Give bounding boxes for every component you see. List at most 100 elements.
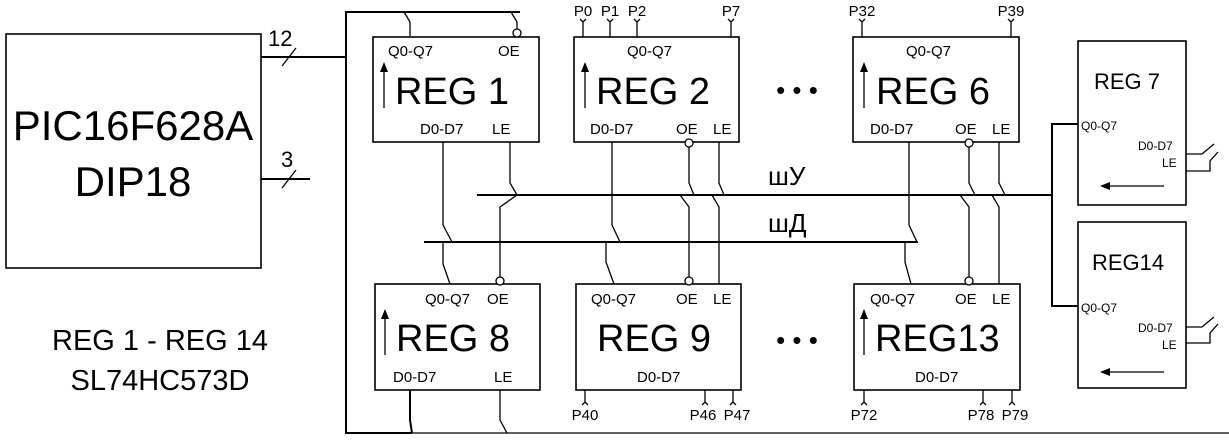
reg2-oe-bubble <box>684 138 694 148</box>
reg2-title: REG 2 <box>596 71 710 113</box>
pin-label-p46: P46 <box>690 407 717 424</box>
note-register-range: REG 1 - REG 14 <box>52 325 268 357</box>
reg2-q-pin: Q0-Q7 <box>627 43 672 60</box>
control-bus-label: шУ <box>768 161 806 191</box>
wire-reg2-d <box>611 142 621 243</box>
reg2-le-pin: LE <box>713 121 731 138</box>
reg2-body <box>573 36 740 143</box>
reg6-oe-pin: OE <box>955 121 977 138</box>
reg14-d-wire <box>1186 316 1215 328</box>
pin-label-p7: P7 <box>722 3 740 20</box>
reg13-oe-pin: OE <box>955 291 977 308</box>
note-chip-type: SL74HC573D <box>71 365 250 397</box>
reg1-d-pin: D0-D7 <box>420 121 463 138</box>
reg6-q-pin: Q0-Q7 <box>906 43 951 60</box>
wire-reg13-q <box>904 242 912 285</box>
mcu-block: PIC16F628A DIP18 <box>5 33 262 269</box>
register-reg6: Q0-Q7 REG 6 D0-D7 OE LE <box>852 36 1020 148</box>
reg8-arrow-head <box>381 309 389 319</box>
reg13-body <box>853 283 1021 391</box>
wire-reg7-q <box>1051 123 1078 195</box>
reg6-oe-bubble <box>964 138 974 148</box>
reg9-q-pin: Q0-Q7 <box>591 291 636 308</box>
reg7-q-pin: Q0-Q7 <box>1081 119 1117 133</box>
register-reg8: Q0-Q7 OE REG 8 D0-D7 LE <box>374 276 541 391</box>
reg8-body <box>374 283 541 391</box>
reg6-d-pin: D0-D7 <box>870 121 913 138</box>
reg1-title: REG 1 <box>395 71 509 113</box>
bus-3-tick <box>281 169 297 189</box>
pin-label-p39: P39 <box>998 3 1025 20</box>
register-reg7: REG 7 Q0-Q7 D0-D7 LE <box>1077 40 1187 206</box>
reg7-d-wire <box>1186 143 1215 155</box>
ellipsis-bottom: • • • <box>776 325 818 355</box>
reg8-q-pin: Q0-Q7 <box>425 291 470 308</box>
wire-reg13-oe <box>959 194 970 277</box>
reg14-q-pin: Q0-Q7 <box>1081 301 1117 315</box>
reg8-d-pin: D0-D7 <box>393 369 436 386</box>
reg8-oe-bubble <box>495 276 505 286</box>
reg14-arrow-head <box>1100 368 1110 376</box>
reg13-q-pin: Q0-Q7 <box>870 291 915 308</box>
mcu-body <box>5 33 262 269</box>
register-reg1: Q0-Q7 OE REG 1 D0-D7 LE <box>372 28 540 143</box>
wire-reg1-d <box>442 142 453 243</box>
reg6-title: REG 6 <box>876 71 990 113</box>
mcu-package: DIP18 <box>75 158 192 205</box>
wire-reg8-q <box>442 242 451 285</box>
wire-reg13-le <box>991 194 1000 284</box>
output-pins-top: P0 P1 P2 P7 P32 P39 <box>574 3 1025 37</box>
mcu-name: PIC16F628A <box>13 102 253 149</box>
reg14-d-pin: D0-D7 <box>1138 321 1173 335</box>
wire-reg14-q <box>1051 195 1078 307</box>
wire-reg1-le <box>509 142 518 196</box>
wire-reg8-oe <box>499 194 518 277</box>
data-bus-label: шД <box>768 208 807 238</box>
reg14-le-pin: LE <box>1162 338 1177 352</box>
wire-reg8-d <box>409 390 413 434</box>
reg9-le-pin: LE <box>713 291 731 308</box>
reg7-le-pin: LE <box>1162 156 1177 170</box>
bus-12-tick <box>281 47 297 67</box>
reg2-arrow-head <box>581 62 589 72</box>
reg14-title: REG14 <box>1092 250 1164 275</box>
reg6-le-pin: LE <box>992 121 1010 138</box>
reg1-oe-pin: OE <box>498 43 520 60</box>
reg14-le-wire <box>1186 323 1219 344</box>
wire-reg6-d <box>908 142 918 243</box>
reg13-oe-bubble <box>964 276 974 286</box>
wire-reg6-le <box>998 142 1006 196</box>
reg6-arrow-head <box>860 62 868 72</box>
bus-3-width: 3 <box>281 147 293 172</box>
reg1-le-pin: LE <box>492 121 510 138</box>
reg8-title: REG 8 <box>396 318 510 360</box>
wire-reg2-oe <box>688 147 695 196</box>
reg1-body <box>372 36 540 143</box>
register-reg13: Q0-Q7 OE LE REG13 D0-D7 <box>853 276 1021 391</box>
output-pins-bottom: P40 P46 P47 P72 P78 P79 <box>572 390 1028 424</box>
reg7-body <box>1077 40 1187 206</box>
wire-reg9-q <box>605 242 615 285</box>
register-reg14: REG14 Q0-Q7 D0-D7 LE <box>1077 221 1187 389</box>
pin-label-p72: P72 <box>851 407 878 424</box>
wire-reg2-le <box>718 142 725 196</box>
bus-12-width: 12 <box>268 26 292 51</box>
reg13-arrow-head <box>860 309 868 319</box>
top-wire-frame <box>345 11 520 57</box>
wire-reg6-oe <box>968 147 976 196</box>
reg7-arrow-head <box>1100 182 1110 190</box>
reg2-d-pin: D0-D7 <box>590 121 633 138</box>
pin-label-p32: P32 <box>849 3 876 20</box>
reg1-oe-bubble <box>512 28 522 38</box>
reg7-d-pin: D0-D7 <box>1138 139 1173 153</box>
wire-reg9-oe <box>679 194 690 277</box>
reg8-oe-pin: OE <box>487 291 509 308</box>
pin-label-p0: P0 <box>574 3 592 20</box>
reg14-body <box>1077 221 1187 389</box>
wire-reg9-le <box>711 194 720 284</box>
wire-jog <box>510 11 518 23</box>
pin-label-p78: P78 <box>968 407 995 424</box>
reg6-body <box>852 36 1020 143</box>
